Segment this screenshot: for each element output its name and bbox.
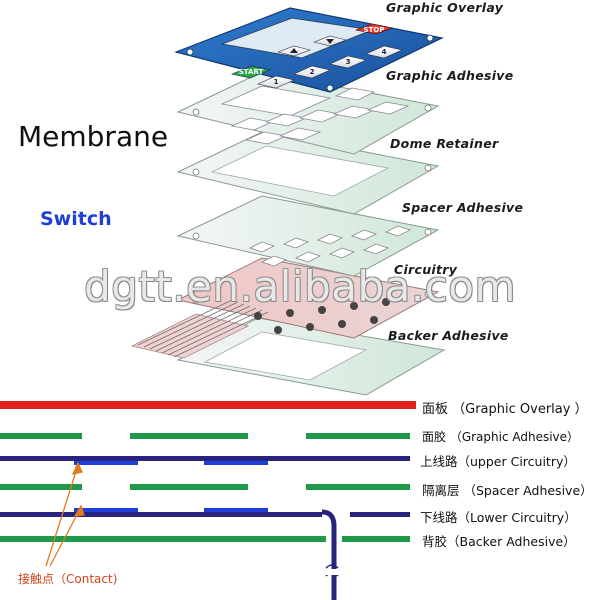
key-3: 3 [329,55,367,69]
xs-graphic-overlay-line [0,401,416,409]
circuitry-sheet [130,257,440,359]
key-1: 1 [257,75,295,89]
arrow-up-icon [290,48,298,53]
legend-spacer-adhesive: 隔离层 （Spacer Adhesive） [422,483,593,498]
key-2: 2 [293,65,331,79]
label-graphic-overlay: Graphic Overlay [386,0,504,15]
key-2-label: 2 [310,68,315,76]
legend-graphic-overlay: 面板 （Graphic Overlay ） [422,402,588,417]
arrow-down-icon [326,39,334,44]
key-start: START [230,65,272,79]
key-start-label: START [239,68,264,76]
cross-section [0,401,416,600]
key-3-label: 3 [346,58,351,66]
key-stop: STOP [354,23,394,35]
overlay-keys: START 1 2 3 4 STOP [230,23,403,89]
dome-retainer-sheet [176,131,440,215]
label-spacer-adhesive: Spacer Adhesive [402,200,524,215]
key-4: 4 [365,45,403,59]
xs-spacer-adhesive-line [0,484,410,490]
key-down [312,35,348,47]
label-dome-retainer: Dome Retainer [390,136,499,151]
graphic-overlay-panel: START 1 2 3 4 STOP [174,7,444,93]
label-graphic-adhesive: Graphic Adhesive [386,68,514,83]
xs-lower-circuitry-line [0,508,410,600]
xs-upper-circuitry-line [0,456,410,465]
key-stop-label: STOP [364,26,385,34]
xs-graphic-adhesive-line [0,433,410,439]
key-4-label: 4 [382,48,387,56]
contact-label: 接触点（Contact) [18,572,118,586]
legend-graphic-adhesive: 面胶 （Graphic Adhesive） [422,430,580,444]
title-membrane: Membrane [18,120,169,153]
key-1-label: 1 [274,78,279,86]
xs-backer-adhesive-line [0,536,410,542]
legend-upper-circuitry: 上线路（upper Circuitry） [420,454,576,469]
key-up [276,45,312,57]
label-backer-adhesive: Backer Adhesive [388,328,509,343]
label-circuitry: Circuitry [394,262,458,277]
legend-lower-circuitry: 下线路（Lower Circuitry） [420,510,577,525]
watermark: dgtt.en.alibaba.com [84,262,516,311]
contact-arrows [45,461,85,567]
spacer-adhesive-sheet [176,195,440,277]
title-switch: Switch [40,208,112,230]
graphic-adhesive-sheet [176,71,440,155]
legend-backer-adhesive: 背胶（Backer Adhesive） [422,534,576,549]
